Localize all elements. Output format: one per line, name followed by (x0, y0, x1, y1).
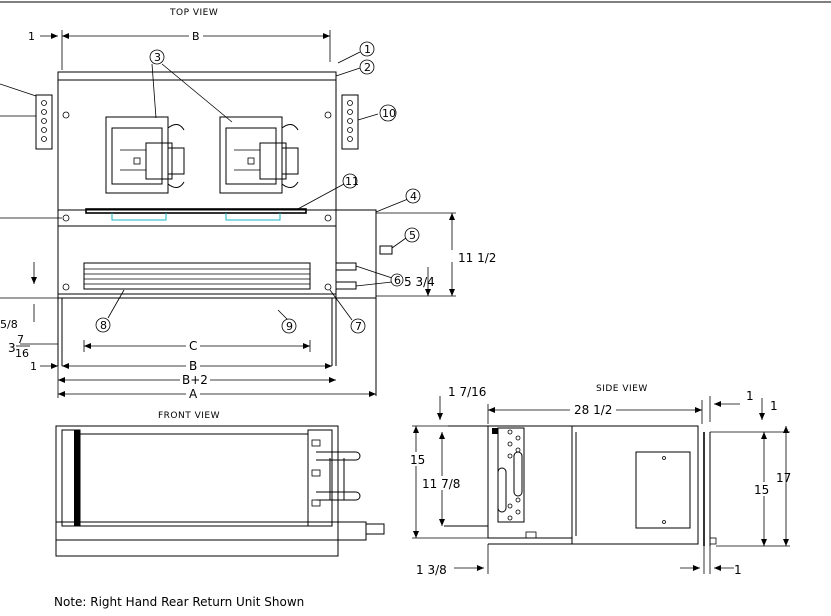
dim-1-bottom: 1 (734, 563, 742, 577)
blower-left (105, 116, 185, 194)
front-view-title: FRONT VIEW (158, 411, 220, 421)
dim-b-plus-2: B+2 (182, 373, 208, 387)
callout-1 (359, 41, 375, 57)
dim-17: 17 (776, 471, 791, 485)
blower-deck (85, 208, 307, 214)
svg-text:7: 7 (355, 320, 362, 333)
dim-5-3-4: 5 3/4 (404, 275, 435, 289)
dim-5-8: 5/8 (0, 318, 18, 331)
dim-1-7-16: 1 7/16 (448, 385, 486, 399)
side-coil-section (487, 425, 573, 539)
terminal-strip-right (341, 94, 359, 150)
callout-6 (390, 273, 404, 287)
svg-text:4: 4 (410, 190, 417, 203)
callout-7 (350, 318, 366, 334)
dim-11-7-8: 11 7/8 (422, 477, 460, 491)
blower-right (219, 116, 299, 194)
dim-3-num: 7 (17, 333, 24, 346)
front-coil (79, 433, 309, 527)
side-view: SIDE VIEW 1 7/16 28 1/2 1 1 (410, 384, 791, 577)
top-view: TOP VIEW B 1 (0, 8, 496, 401)
svg-text:5: 5 (409, 229, 416, 242)
dim-15-right: 15 (754, 483, 769, 497)
terminal-strip-left (35, 94, 53, 150)
svg-text:9: 9 (286, 320, 293, 333)
dim-1-far-right: 1 (770, 399, 778, 413)
svg-text:2: 2 (364, 61, 371, 74)
dim-11-half: 11 1/2 (458, 251, 496, 265)
callout-5 (404, 227, 420, 243)
front-casing (55, 425, 339, 557)
dim-a: A (189, 387, 198, 401)
front-view: FRONT VIEW (55, 411, 385, 557)
svg-text:6: 6 (394, 274, 401, 287)
dim-3-whole: 3 (8, 341, 16, 355)
dim-b-lower: B (189, 359, 197, 373)
dim-c: C (189, 339, 197, 353)
callout-11 (342, 173, 358, 189)
discharge-grille (83, 262, 311, 290)
casing-lower (57, 209, 377, 299)
side-view-title: SIDE VIEW (596, 384, 648, 394)
dim-3-den: 16 (15, 347, 29, 360)
callout-8 (95, 317, 111, 333)
dim-1-right: 1 (746, 389, 754, 403)
svg-text:1: 1 (364, 43, 371, 56)
top-view-title: TOP VIEW (169, 8, 218, 18)
callout-4 (405, 188, 421, 204)
dim-15-left: 15 (410, 453, 425, 467)
pipe-stub-lower (335, 281, 357, 290)
svg-text:8: 8 (100, 319, 107, 332)
callout-2 (359, 59, 375, 75)
dim-1-top: 1 (28, 30, 35, 43)
callout-10 (379, 104, 397, 122)
callout-3 (149, 49, 165, 65)
dim-1-lower: 1 (30, 360, 37, 373)
svg-text:3: 3 (154, 51, 161, 64)
side-blower-section (571, 425, 699, 545)
svg-text:11: 11 (345, 175, 359, 188)
svg-text:10: 10 (382, 107, 396, 120)
dim-b-top: B (192, 30, 200, 43)
drawing-note: Note: Right Hand Rear Return Unit Shown (54, 595, 304, 609)
side-access-panel (635, 451, 691, 529)
callout-9 (281, 318, 297, 334)
pipe-stub-upper (335, 262, 357, 271)
dim-28-half: 28 1/2 (574, 403, 612, 417)
dim-1-3-8: 1 3/8 (416, 563, 447, 577)
pipe-stub-5 (379, 245, 393, 255)
